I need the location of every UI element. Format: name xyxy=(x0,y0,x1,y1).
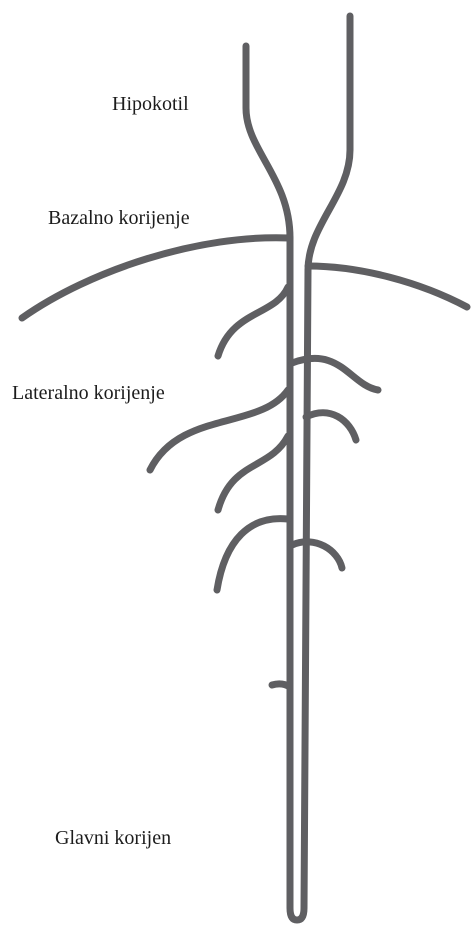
hypocotyl-left-edge xyxy=(246,46,290,238)
lateral-root-right-3 xyxy=(292,542,342,568)
lateral-root-left-5 xyxy=(272,684,290,687)
lateral-root-left-4 xyxy=(217,519,288,590)
basal-root-left xyxy=(22,238,290,318)
lateral-root-left-3 xyxy=(218,436,288,510)
lateral-roots-label: Lateralno korijenje xyxy=(12,383,165,403)
hypocotyl-label: Hipokotil xyxy=(112,94,189,114)
basal-root-right xyxy=(308,266,467,307)
main-root-label: Glavni korijen xyxy=(55,828,171,848)
main-root xyxy=(290,238,308,920)
hypocotyl-right-edge xyxy=(308,16,350,270)
lateral-root-right-2 xyxy=(306,413,356,440)
basal-roots-label: Bazalno korijenje xyxy=(48,208,190,228)
lateral-root-left-1 xyxy=(218,287,288,356)
